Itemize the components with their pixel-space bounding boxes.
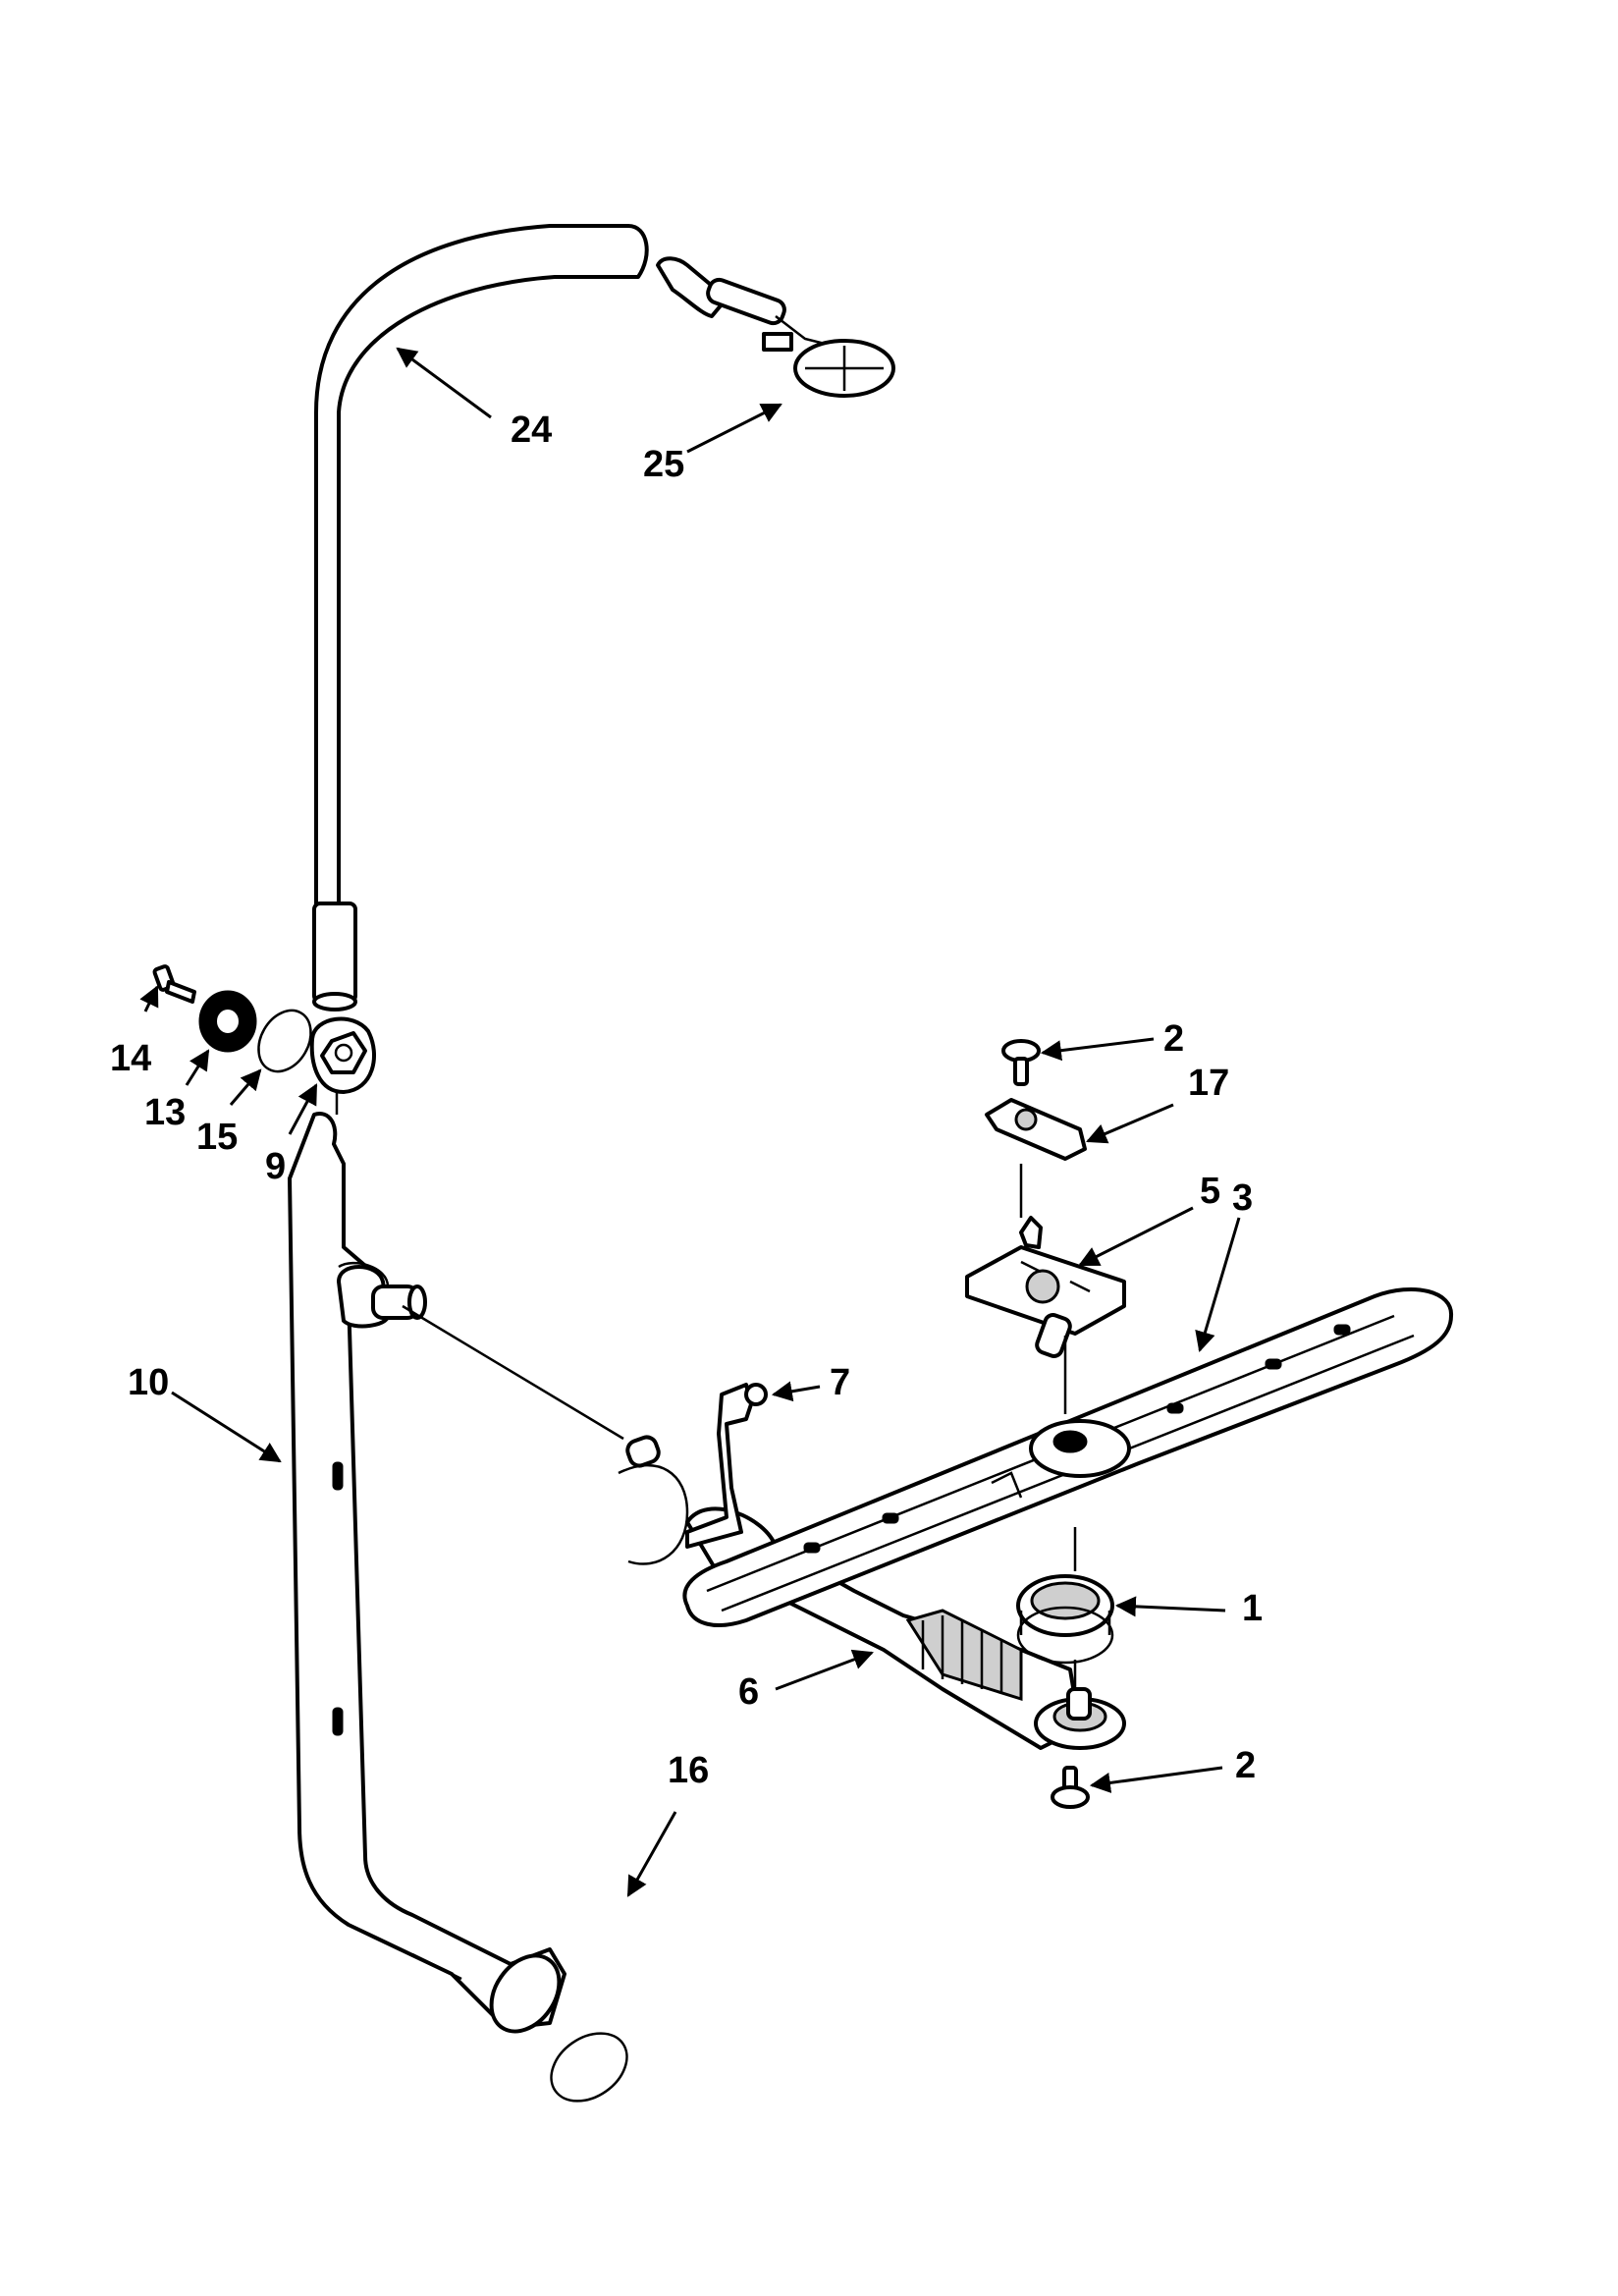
callout-24: 24 bbox=[511, 410, 552, 451]
supply-tube-part-10 bbox=[288, 1112, 566, 2034]
callout-6: 6 bbox=[738, 1671, 759, 1713]
bracket-part-5 bbox=[965, 1216, 1126, 1358]
upper-spray-head-part-25 bbox=[656, 256, 895, 398]
alignment-line-tube-to-manifold bbox=[402, 1304, 624, 1441]
screw-part-14 bbox=[152, 964, 196, 1004]
screw-part-2-bottom bbox=[1051, 1766, 1090, 1809]
screw-part-2-top bbox=[1001, 1039, 1041, 1086]
callout-7: 7 bbox=[830, 1362, 850, 1403]
o-ring-part-15 bbox=[257, 1009, 312, 1073]
callout-5: 5 bbox=[1200, 1171, 1220, 1212]
callout-13: 13 bbox=[144, 1092, 186, 1133]
bearing-ring-part-1 bbox=[1016, 1527, 1114, 1689]
nut-part-9 bbox=[309, 1016, 376, 1094]
washer-part-13 bbox=[198, 990, 257, 1053]
cap-part-17 bbox=[985, 1098, 1087, 1218]
spray-arm-part-3 bbox=[682, 1287, 1454, 1627]
upper-spray-tube-part-24 bbox=[312, 224, 649, 1011]
callout-labels: 24 25 14 13 15 9 2 17 5 3 7 10 1 6 2 16 bbox=[110, 410, 1263, 1791]
callout-2-bottom: 2 bbox=[1235, 1745, 1256, 1786]
callout-10: 10 bbox=[128, 1362, 169, 1403]
callout-25: 25 bbox=[643, 444, 684, 485]
callout-2-top: 2 bbox=[1163, 1018, 1184, 1060]
leader-lines bbox=[139, 347, 1241, 1897]
callout-15: 15 bbox=[196, 1117, 238, 1158]
callout-14: 14 bbox=[110, 1038, 151, 1079]
callout-1: 1 bbox=[1242, 1588, 1263, 1629]
clip-part-7 bbox=[618, 1383, 768, 1565]
callout-17: 17 bbox=[1188, 1063, 1229, 1104]
callout-3: 3 bbox=[1232, 1177, 1253, 1219]
o-ring-part-16 bbox=[550, 2032, 628, 2103]
callout-16: 16 bbox=[668, 1750, 709, 1791]
callout-9: 9 bbox=[265, 1146, 286, 1187]
